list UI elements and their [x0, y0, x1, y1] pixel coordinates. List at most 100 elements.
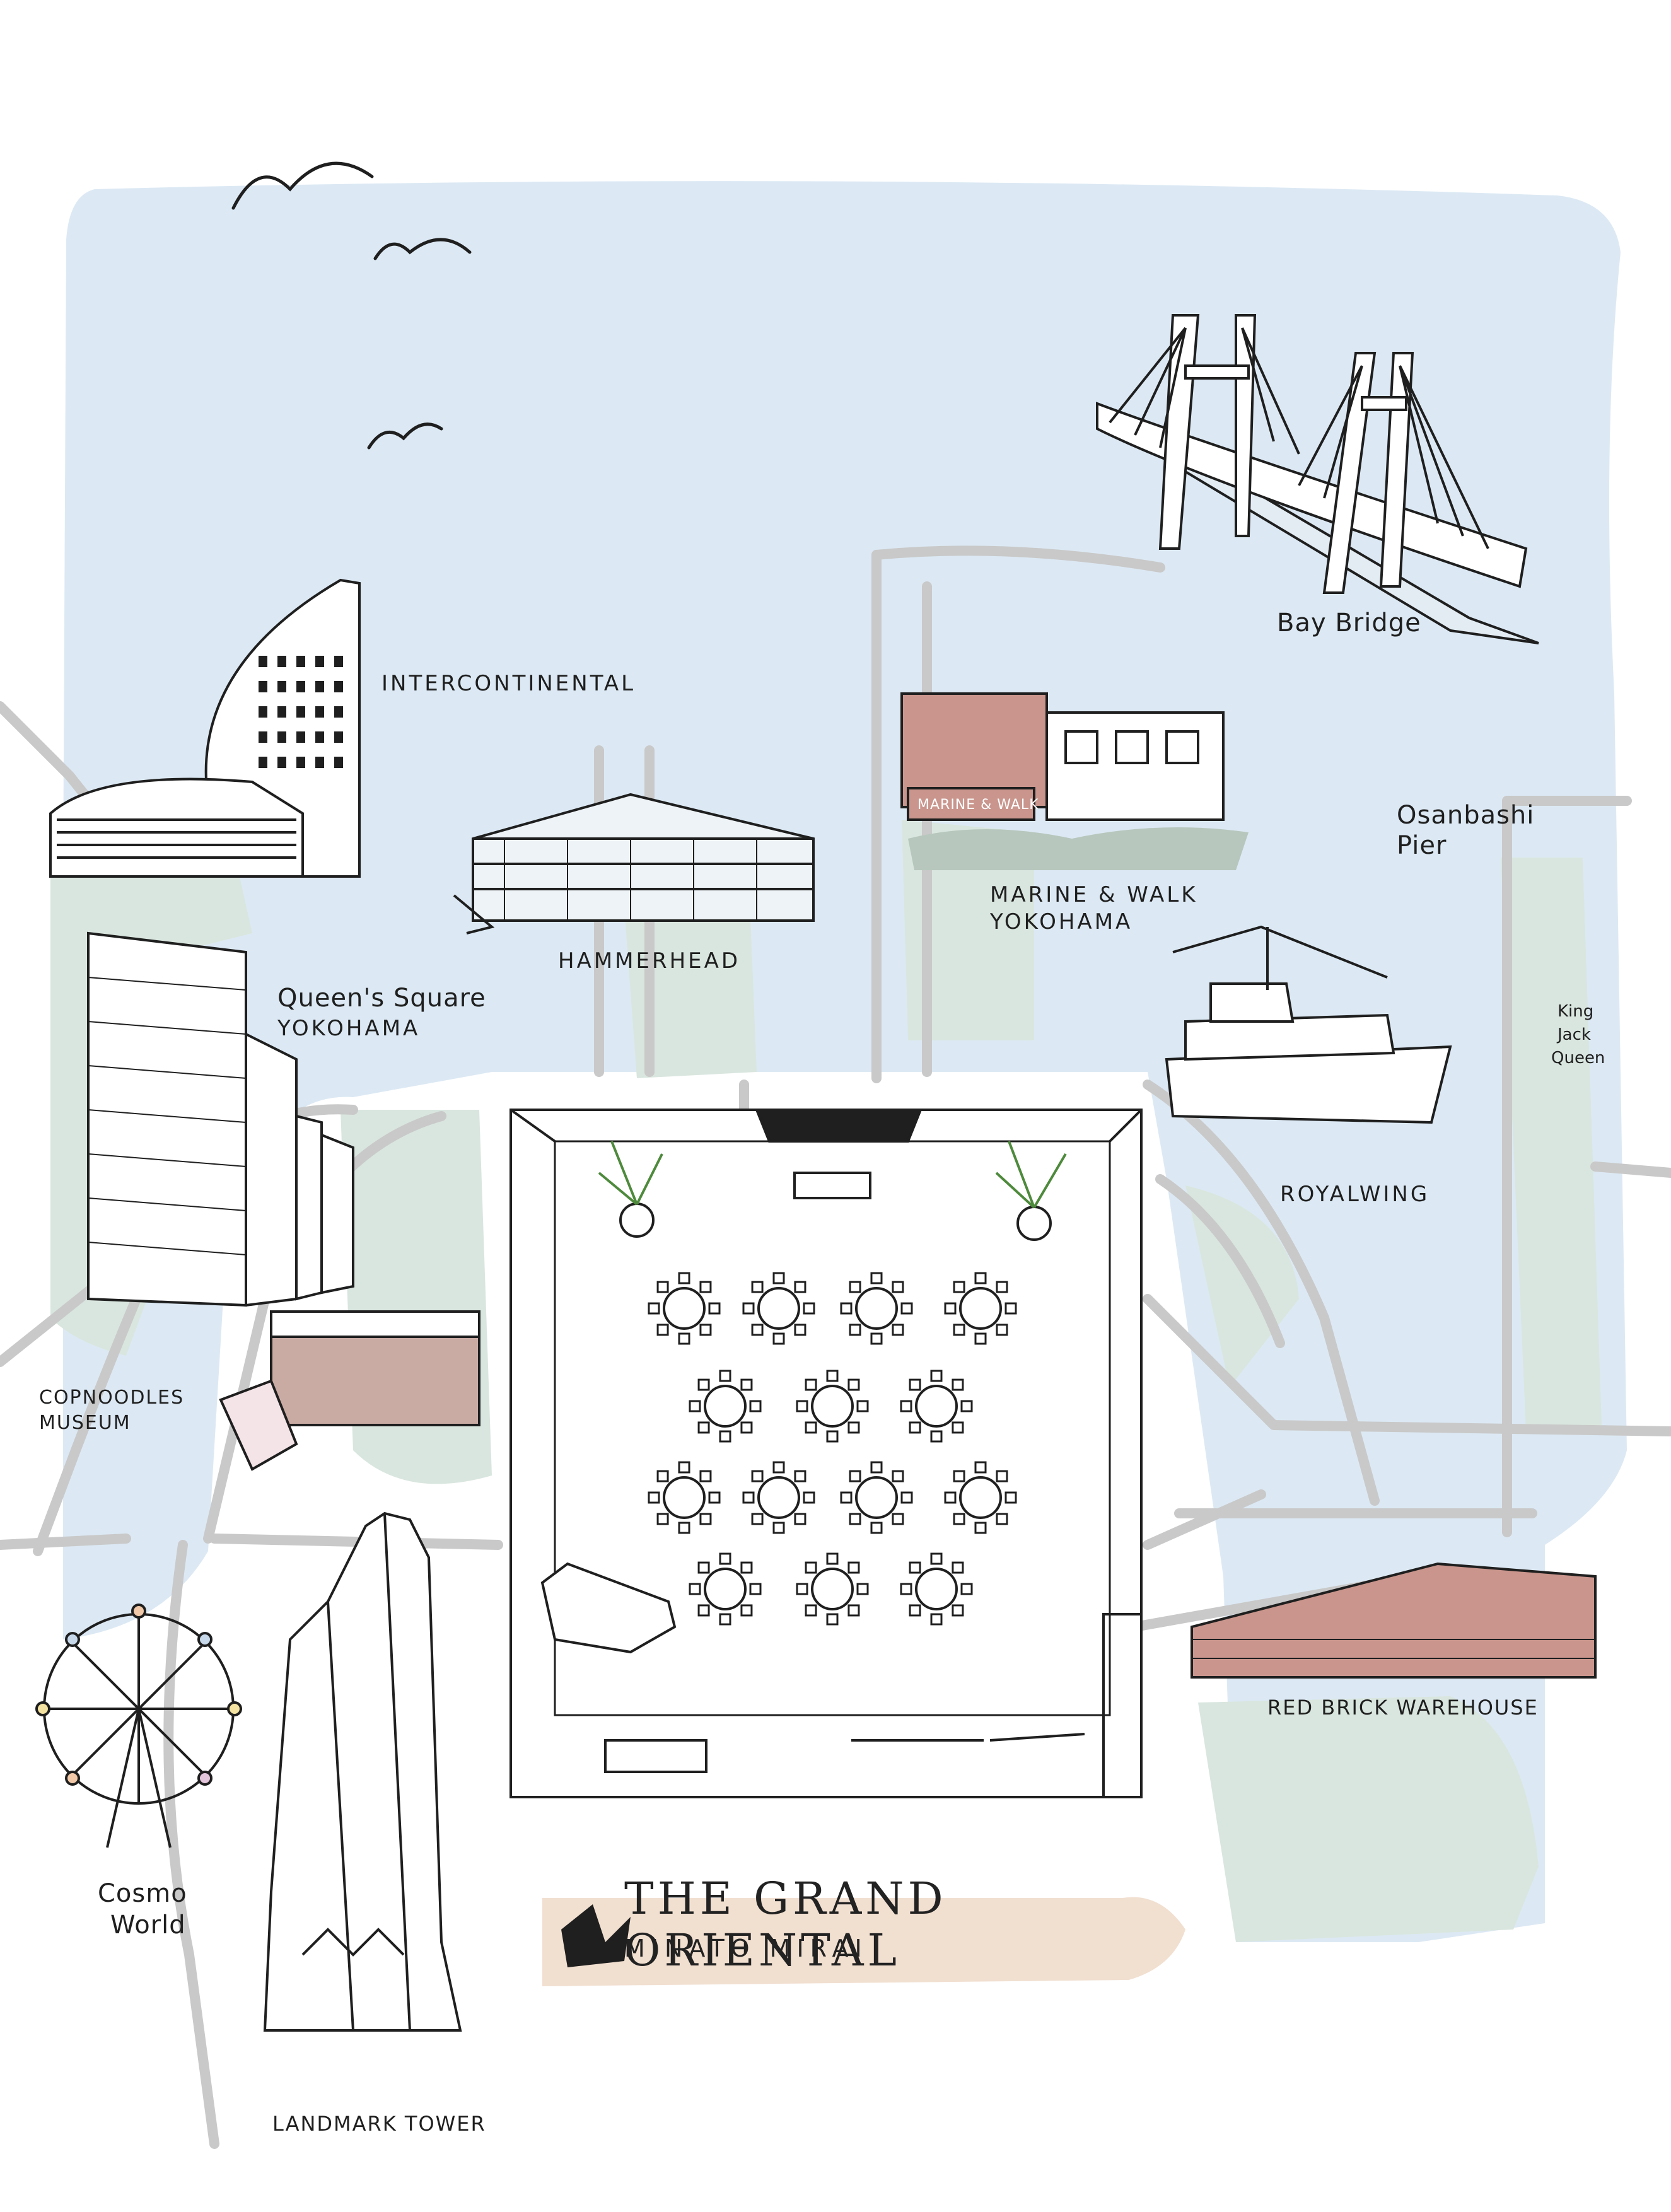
chair — [699, 1281, 712, 1293]
chair — [900, 1583, 912, 1595]
chair — [840, 1302, 853, 1315]
round-table — [663, 1287, 706, 1330]
chair — [909, 1421, 921, 1434]
chair — [656, 1513, 669, 1525]
chair — [953, 1281, 965, 1293]
chair — [826, 1552, 839, 1565]
potted-palm-icon — [598, 1141, 663, 1238]
chair — [900, 1491, 913, 1504]
intercontinental-icon — [49, 578, 361, 878]
round-table — [704, 1568, 747, 1610]
chair — [996, 1324, 1008, 1336]
chair — [796, 1400, 808, 1412]
royal-wing-ship-icon — [1165, 925, 1452, 1124]
chair — [708, 1302, 721, 1315]
window-grid — [259, 656, 343, 768]
bird-icons — [231, 161, 472, 450]
marine-walk-label-line2: YOKOHAMA — [990, 909, 1133, 934]
chair — [751, 1324, 764, 1336]
chair — [974, 1332, 987, 1345]
chair — [805, 1378, 817, 1391]
chair — [699, 1513, 712, 1525]
hammerhead-label: HAMMERHEAD — [558, 948, 741, 974]
chair — [697, 1378, 710, 1391]
chair — [930, 1613, 943, 1626]
chair — [772, 1272, 785, 1284]
queens-square-icon — [87, 931, 354, 1307]
chair — [953, 1324, 965, 1336]
chair — [805, 1604, 817, 1617]
chair — [740, 1378, 753, 1391]
chair — [892, 1324, 904, 1336]
chair — [953, 1513, 965, 1525]
intercontinental-label: INTERCONTINENTAL — [381, 671, 636, 696]
chair — [856, 1400, 869, 1412]
marine-walk-sign: MARINE & WALK — [917, 797, 1039, 813]
chair — [719, 1370, 731, 1382]
chair — [960, 1583, 973, 1595]
chair — [805, 1421, 817, 1434]
grand-piano-icon — [540, 1562, 677, 1654]
chair — [870, 1461, 883, 1474]
marine-walk-label-line1: MARINE & WALK — [990, 882, 1198, 907]
chair — [974, 1522, 987, 1534]
marine-walk-icon: MARINE & WALK — [900, 692, 1249, 870]
chair — [794, 1470, 806, 1482]
chair — [794, 1324, 806, 1336]
chair — [656, 1281, 669, 1293]
chair — [892, 1513, 904, 1525]
chair — [719, 1613, 731, 1626]
chair — [840, 1491, 853, 1504]
osanbashi-pier-label-line2: Pier — [1397, 831, 1447, 860]
king-jack-queen-label-line2: Jack — [1557, 1025, 1591, 1044]
chair — [952, 1378, 964, 1391]
chair — [996, 1513, 1008, 1525]
chair — [648, 1491, 660, 1504]
cosmo-world-label-line1: Cosmo — [98, 1879, 187, 1908]
osanbashi-pier-label-line1: Osanbashi — [1397, 801, 1535, 830]
potted-palm-icon — [995, 1141, 1067, 1241]
chair — [909, 1561, 921, 1574]
chair — [689, 1583, 701, 1595]
venue-title-block: THE GRAND ORIENTAL MINATO MIRAI — [555, 1860, 1135, 1986]
chair — [849, 1470, 861, 1482]
round-table — [757, 1476, 800, 1519]
chair — [648, 1302, 660, 1315]
chair — [847, 1604, 860, 1617]
round-table — [704, 1385, 747, 1428]
round-table — [915, 1385, 958, 1428]
chair — [803, 1302, 815, 1315]
chair — [974, 1461, 987, 1474]
chair — [870, 1272, 883, 1284]
chair — [900, 1400, 912, 1412]
chair — [952, 1561, 964, 1574]
bay-bridge-label: Bay Bridge — [1277, 608, 1421, 637]
chair — [952, 1421, 964, 1434]
cupnoodles-museum-label-line2: MUSEUM — [39, 1412, 131, 1434]
chair — [953, 1470, 965, 1482]
chair — [740, 1561, 753, 1574]
chair — [960, 1400, 973, 1412]
chair — [974, 1272, 987, 1284]
chair — [656, 1470, 669, 1482]
bay-bridge-icon — [1096, 314, 1539, 644]
red-brick-warehouse-icon — [1191, 1562, 1597, 1679]
cupnoodles-museum-icon — [219, 1310, 480, 1471]
chair — [849, 1324, 861, 1336]
chair — [772, 1332, 785, 1345]
round-table — [959, 1476, 1002, 1519]
chair — [699, 1470, 712, 1482]
round-table — [663, 1476, 706, 1519]
chair — [678, 1522, 690, 1534]
landmark-tower-label: LANDMARK TOWER — [272, 2112, 486, 2136]
venue-subtitle: MINATO MIRAI — [624, 1935, 868, 1962]
chair — [751, 1281, 764, 1293]
cosmo-world-ferris-wheel-icon — [35, 1604, 242, 1848]
round-tables — [648, 1272, 1017, 1626]
chair — [708, 1491, 721, 1504]
chair — [803, 1491, 815, 1504]
red-brick-warehouse-label: RED BRICK WAREHOUSE — [1267, 1696, 1539, 1720]
hammerhead-icon — [453, 793, 815, 934]
chair — [794, 1513, 806, 1525]
